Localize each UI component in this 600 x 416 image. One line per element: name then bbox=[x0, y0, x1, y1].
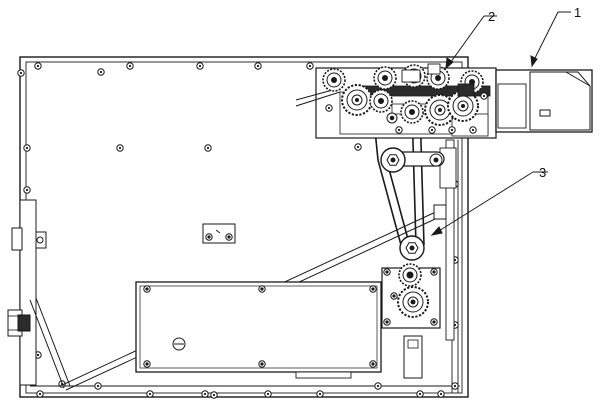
callout-2-label: 2 bbox=[488, 9, 495, 24]
center-plate bbox=[202, 223, 236, 244]
upper-gear-details bbox=[386, 63, 475, 124]
lower-gear-cluster bbox=[381, 235, 441, 329]
left-bracket bbox=[7, 199, 47, 386]
component-1-box bbox=[495, 69, 593, 133]
callout-3-label: 3 bbox=[539, 165, 546, 180]
lower-housing bbox=[135, 281, 382, 379]
vertical-guide bbox=[403, 139, 457, 379]
lower-arm bbox=[29, 297, 71, 389]
callout-1-label: 1 bbox=[574, 5, 581, 20]
tensioner-arm bbox=[380, 147, 445, 173]
leader-lines bbox=[430, 11, 571, 236]
